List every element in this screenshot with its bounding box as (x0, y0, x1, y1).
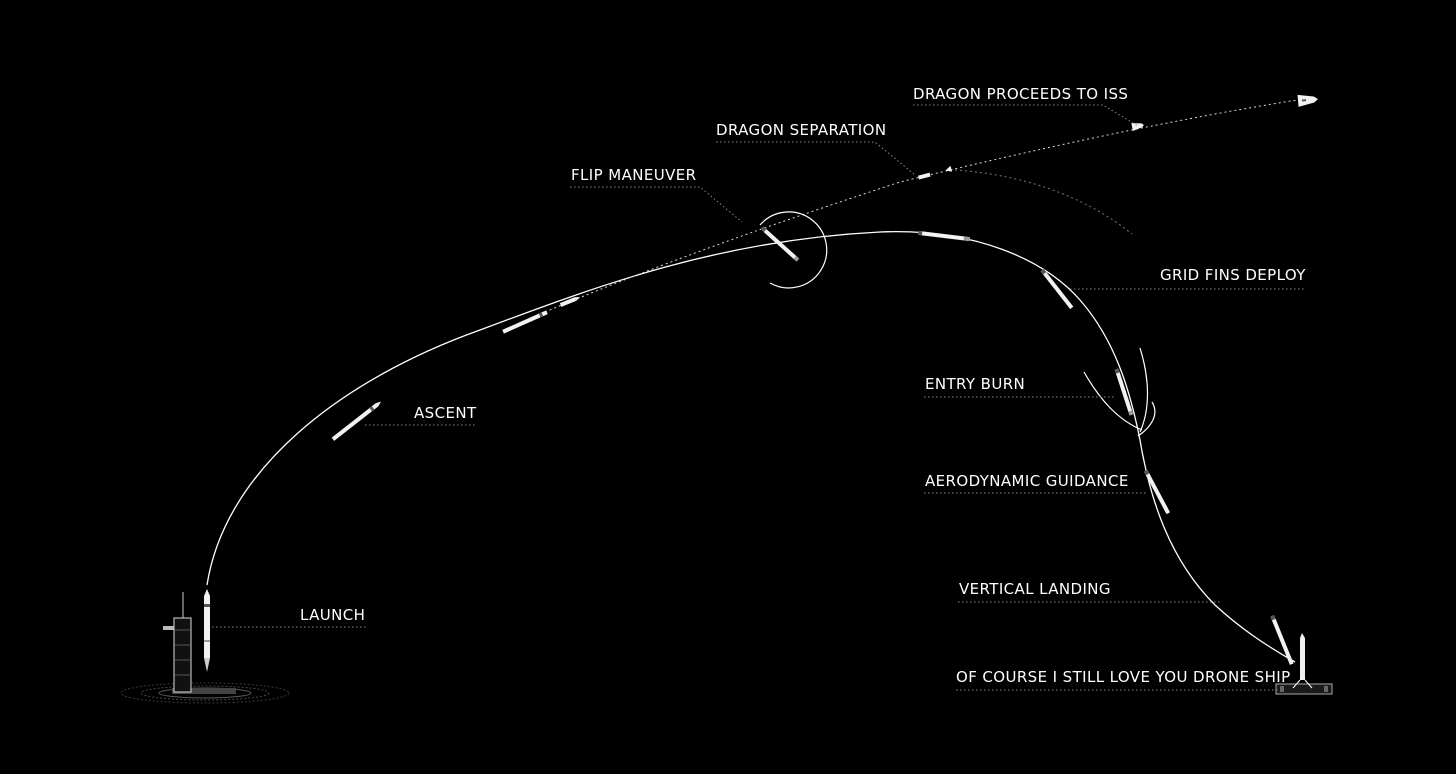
second-stage-arc (954, 169, 1133, 235)
booster-entry-burn-icon (1114, 368, 1134, 416)
booster-flip-icon (760, 226, 800, 262)
label-ascent: ASCENT (414, 404, 477, 422)
label-vertical-landing: VERTICAL LANDING (959, 580, 1111, 598)
drone-ship (1275, 633, 1333, 695)
leader-dragon-separation (716, 141, 916, 176)
entry-burn-arc-1 (1083, 371, 1143, 431)
label-entry-burn: ENTRY BURN (925, 375, 1025, 393)
rocket-on-pad-icon (204, 589, 210, 672)
label-dragon-separation: DRAGON SEPARATION (716, 121, 886, 139)
entry-burn-arc-2 (1139, 347, 1149, 433)
entry-burn-arc-3 (1137, 401, 1156, 437)
label-grid-fins: GRID FINS DEPLOY (1160, 266, 1306, 284)
dragon-capsule-iss-icon (1297, 94, 1318, 107)
booster-grid-fins-icon (1040, 268, 1074, 310)
rocket-ascent-3-icon (559, 297, 581, 307)
label-flip-maneuver: FLIP MANEUVER (571, 166, 696, 184)
booster-trajectory-line (206, 231, 1296, 663)
dragon-capsule-mid-icon (1131, 123, 1144, 131)
flip-maneuver-arc (759, 211, 828, 289)
booster-coast-icon (917, 230, 971, 242)
rocket-ascent-1-icon (331, 401, 382, 441)
booster-aero-guidance-icon (1143, 469, 1171, 515)
label-dragon-proceeds: DRAGON PROCEEDS TO ISS (913, 85, 1128, 103)
label-drone-ship: OF COURSE I STILL LOVE YOU DRONE SHIP (956, 668, 1291, 686)
leader-dragon-proceeds (913, 104, 1139, 127)
booster-landing-icon (1270, 615, 1294, 665)
leader-flip-maneuver (570, 186, 743, 223)
launch-pad (120, 592, 290, 704)
label-launch: LAUNCH (300, 606, 365, 624)
dragon-trajectory-line (544, 97, 1311, 313)
dragon-separation-icon (917, 165, 953, 180)
rocket-ascent-2-icon (502, 310, 548, 334)
label-aero-guidance: AERODYNAMIC GUIDANCE (925, 472, 1129, 490)
